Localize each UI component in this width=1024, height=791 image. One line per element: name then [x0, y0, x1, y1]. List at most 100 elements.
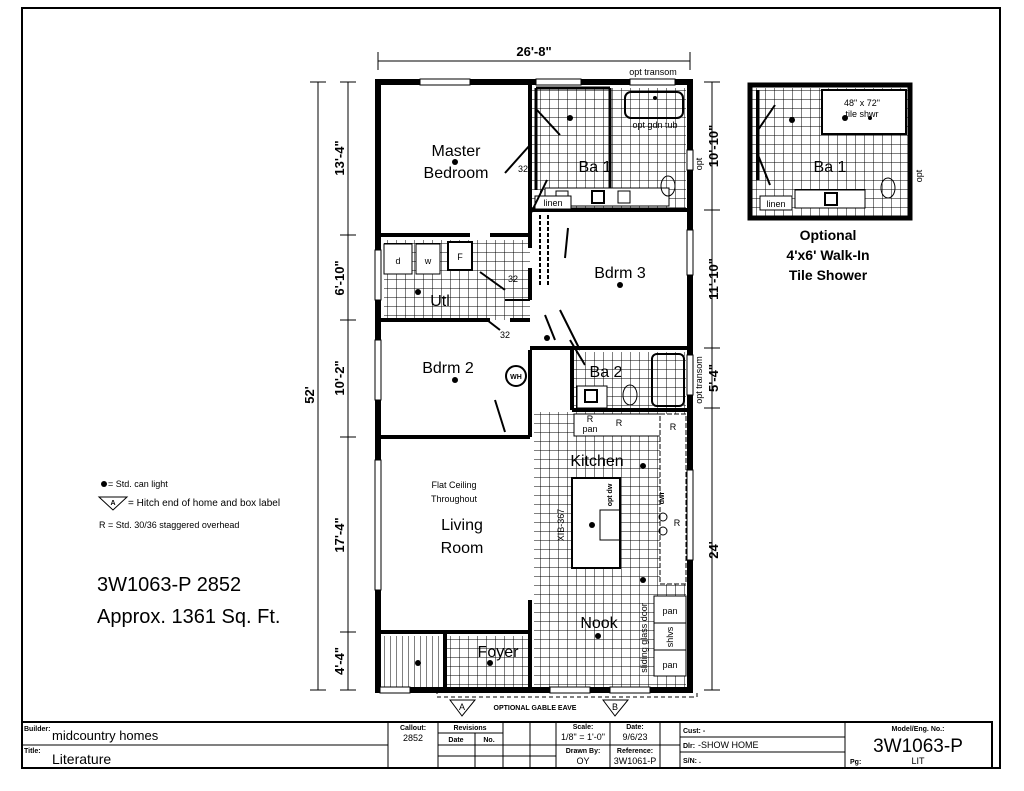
inset-linen-label: linen — [766, 199, 785, 209]
shower-size: 48" x 72" — [844, 98, 880, 108]
dim-17-4: 17'-4" — [332, 517, 347, 552]
room-label-bdrm2: Bdrm 2 — [422, 360, 474, 377]
hitch-marker-b: B — [612, 702, 618, 712]
room-label-living: Living — [441, 517, 483, 534]
porch-deck — [382, 636, 444, 687]
shower-type: tile shwr — [845, 109, 878, 119]
flat-ceiling-note-1: Flat Ceiling — [431, 480, 476, 490]
pg-label: Pg: — [850, 759, 861, 766]
revisions-date-col: Date — [448, 737, 463, 744]
title-value: Literature — [52, 751, 111, 767]
island-model-label: XIB-367 — [556, 509, 566, 542]
optional-shower-inset: 48" x 72" tile shwr Ba 1 linen opt Optio… — [747, 82, 924, 283]
drawn-by-label: Drawn By: — [566, 748, 601, 755]
inset-caption-3: Tile Shower — [789, 267, 868, 283]
opt-gdn-tub: opt gdn tub — [632, 120, 677, 130]
cust-value: Cust: - — [683, 728, 706, 735]
revisions-label: Revisions — [453, 725, 486, 732]
pan-label-1: pan — [662, 606, 677, 616]
scale-value: 1/8" = 1'-0" — [561, 732, 605, 742]
legend-hitch: = Hitch end of home and box label — [128, 498, 280, 509]
pantry — [653, 595, 687, 677]
can-light-icon — [101, 481, 107, 487]
room-label-kitchen: Kitchen — [570, 453, 623, 470]
door-width-bdrm3: 32 — [508, 274, 518, 284]
gable-eave: OPTIONAL GABLE EAVE A B — [436, 690, 698, 717]
kitchen-side-counter — [659, 413, 687, 585]
sn-value: S/N: . — [683, 758, 701, 765]
top-dimension: 26'-8" — [377, 44, 691, 70]
reference-value: 3W1061-P — [614, 756, 657, 766]
door-width-master: 32 — [518, 164, 528, 174]
hitch-triangle-icon — [97, 496, 129, 511]
overall-width: 26'-8" — [516, 44, 551, 59]
dlr-value: -SHOW HOME — [698, 740, 759, 750]
reference-label: Reference: — [617, 748, 653, 755]
dim-24: 24' — [706, 541, 721, 559]
scale-label: Scale: — [573, 724, 594, 731]
ba1-toilet — [660, 175, 676, 197]
title-block: Builder: midcountry homes Title: Literat… — [21, 721, 993, 769]
overhead-r-4: R — [674, 518, 681, 528]
room-label-bdrm3: Bdrm 3 — [594, 265, 646, 282]
model-value: 3W1063-P — [873, 736, 963, 757]
inset-caption-1: Optional — [800, 227, 857, 243]
overhead-r-1: R — [587, 414, 594, 424]
dim-10-2: 10'-2" — [332, 360, 347, 395]
left-dimensions: 52' 13'-4" 6'-10" 10'-2" 17'-4" 4'-4" — [302, 81, 356, 691]
dim-13-4: 13'-4" — [332, 140, 347, 175]
dwr-label: dwr — [659, 492, 666, 505]
room-label-bedroom: Bedroom — [424, 165, 489, 182]
opt-transom-side: opt transom — [694, 356, 704, 404]
drawn-by-value: OY — [576, 756, 589, 766]
dim-10-10: 10'-10" — [706, 125, 721, 168]
opt-transom-top: opt transom — [629, 67, 677, 77]
furnace-label: F — [457, 252, 463, 262]
callout-label: Callout: — [400, 725, 426, 732]
shelves-label: shlvs — [665, 626, 675, 647]
inset-caption-2: 4'x6' Walk-In — [786, 247, 869, 263]
sliding-glass-door-label: sliding glass door — [639, 603, 649, 673]
overhead-r-3: R — [670, 422, 677, 432]
room-label-room: Room — [441, 540, 484, 557]
ba2-tub — [651, 353, 685, 407]
door-width-bdrm2: 32 — [500, 330, 510, 340]
revisions-no-col: No. — [483, 737, 494, 744]
windows — [374, 78, 694, 694]
pan-label-2: pan — [662, 660, 677, 670]
dim-4-4: 4'-4" — [332, 647, 347, 675]
opt-window-label: opt — [694, 157, 704, 170]
right-dimensions: 10'-10" 11'-10" 5'-4" 24' — [704, 81, 721, 691]
room-label-nook: Nook — [580, 615, 618, 632]
dim-11-10: 11'-10" — [706, 258, 721, 300]
date-label: Date: — [626, 724, 644, 731]
room-label-foyer: Foyer — [478, 644, 520, 661]
inset-ba1-label: Ba 1 — [814, 159, 847, 176]
room-label-utl: Utl — [430, 293, 450, 310]
dim-6-10: 6'-10" — [332, 260, 347, 295]
legend: = Std. can light A = Hitch end of home a… — [97, 479, 280, 530]
dryer-label: d — [395, 256, 400, 266]
inset-opt-label: opt — [914, 169, 924, 182]
kitchen-island — [571, 477, 621, 569]
water-heater-label: WH — [510, 374, 522, 381]
model-summary-line-1: 3W1063-P 2852 — [97, 574, 241, 596]
flat-ceiling-note-2: Throughout — [431, 494, 478, 504]
garden-tub — [624, 91, 684, 119]
pg-value: LIT — [911, 756, 925, 766]
door-swings — [479, 109, 586, 433]
opt-dw-label: opt dw — [607, 483, 614, 506]
overall-length: 52' — [302, 386, 317, 404]
legend-can-light: = Std. can light — [108, 479, 168, 489]
washer-label: w — [424, 256, 432, 266]
builder-value: midcountry homes — [52, 728, 159, 743]
room-label-ba2: Ba 2 — [590, 364, 623, 381]
builder-label: Builder: — [24, 726, 50, 733]
water-heater — [505, 365, 527, 387]
model-label: Model/Eng. No.: — [892, 726, 945, 733]
date-value: 9/6/23 — [622, 732, 647, 742]
dlr-label: Dlr: — [683, 743, 695, 750]
legend-hitch-symbol: A — [110, 500, 115, 507]
dim-5-4: 5'-4" — [706, 364, 721, 392]
